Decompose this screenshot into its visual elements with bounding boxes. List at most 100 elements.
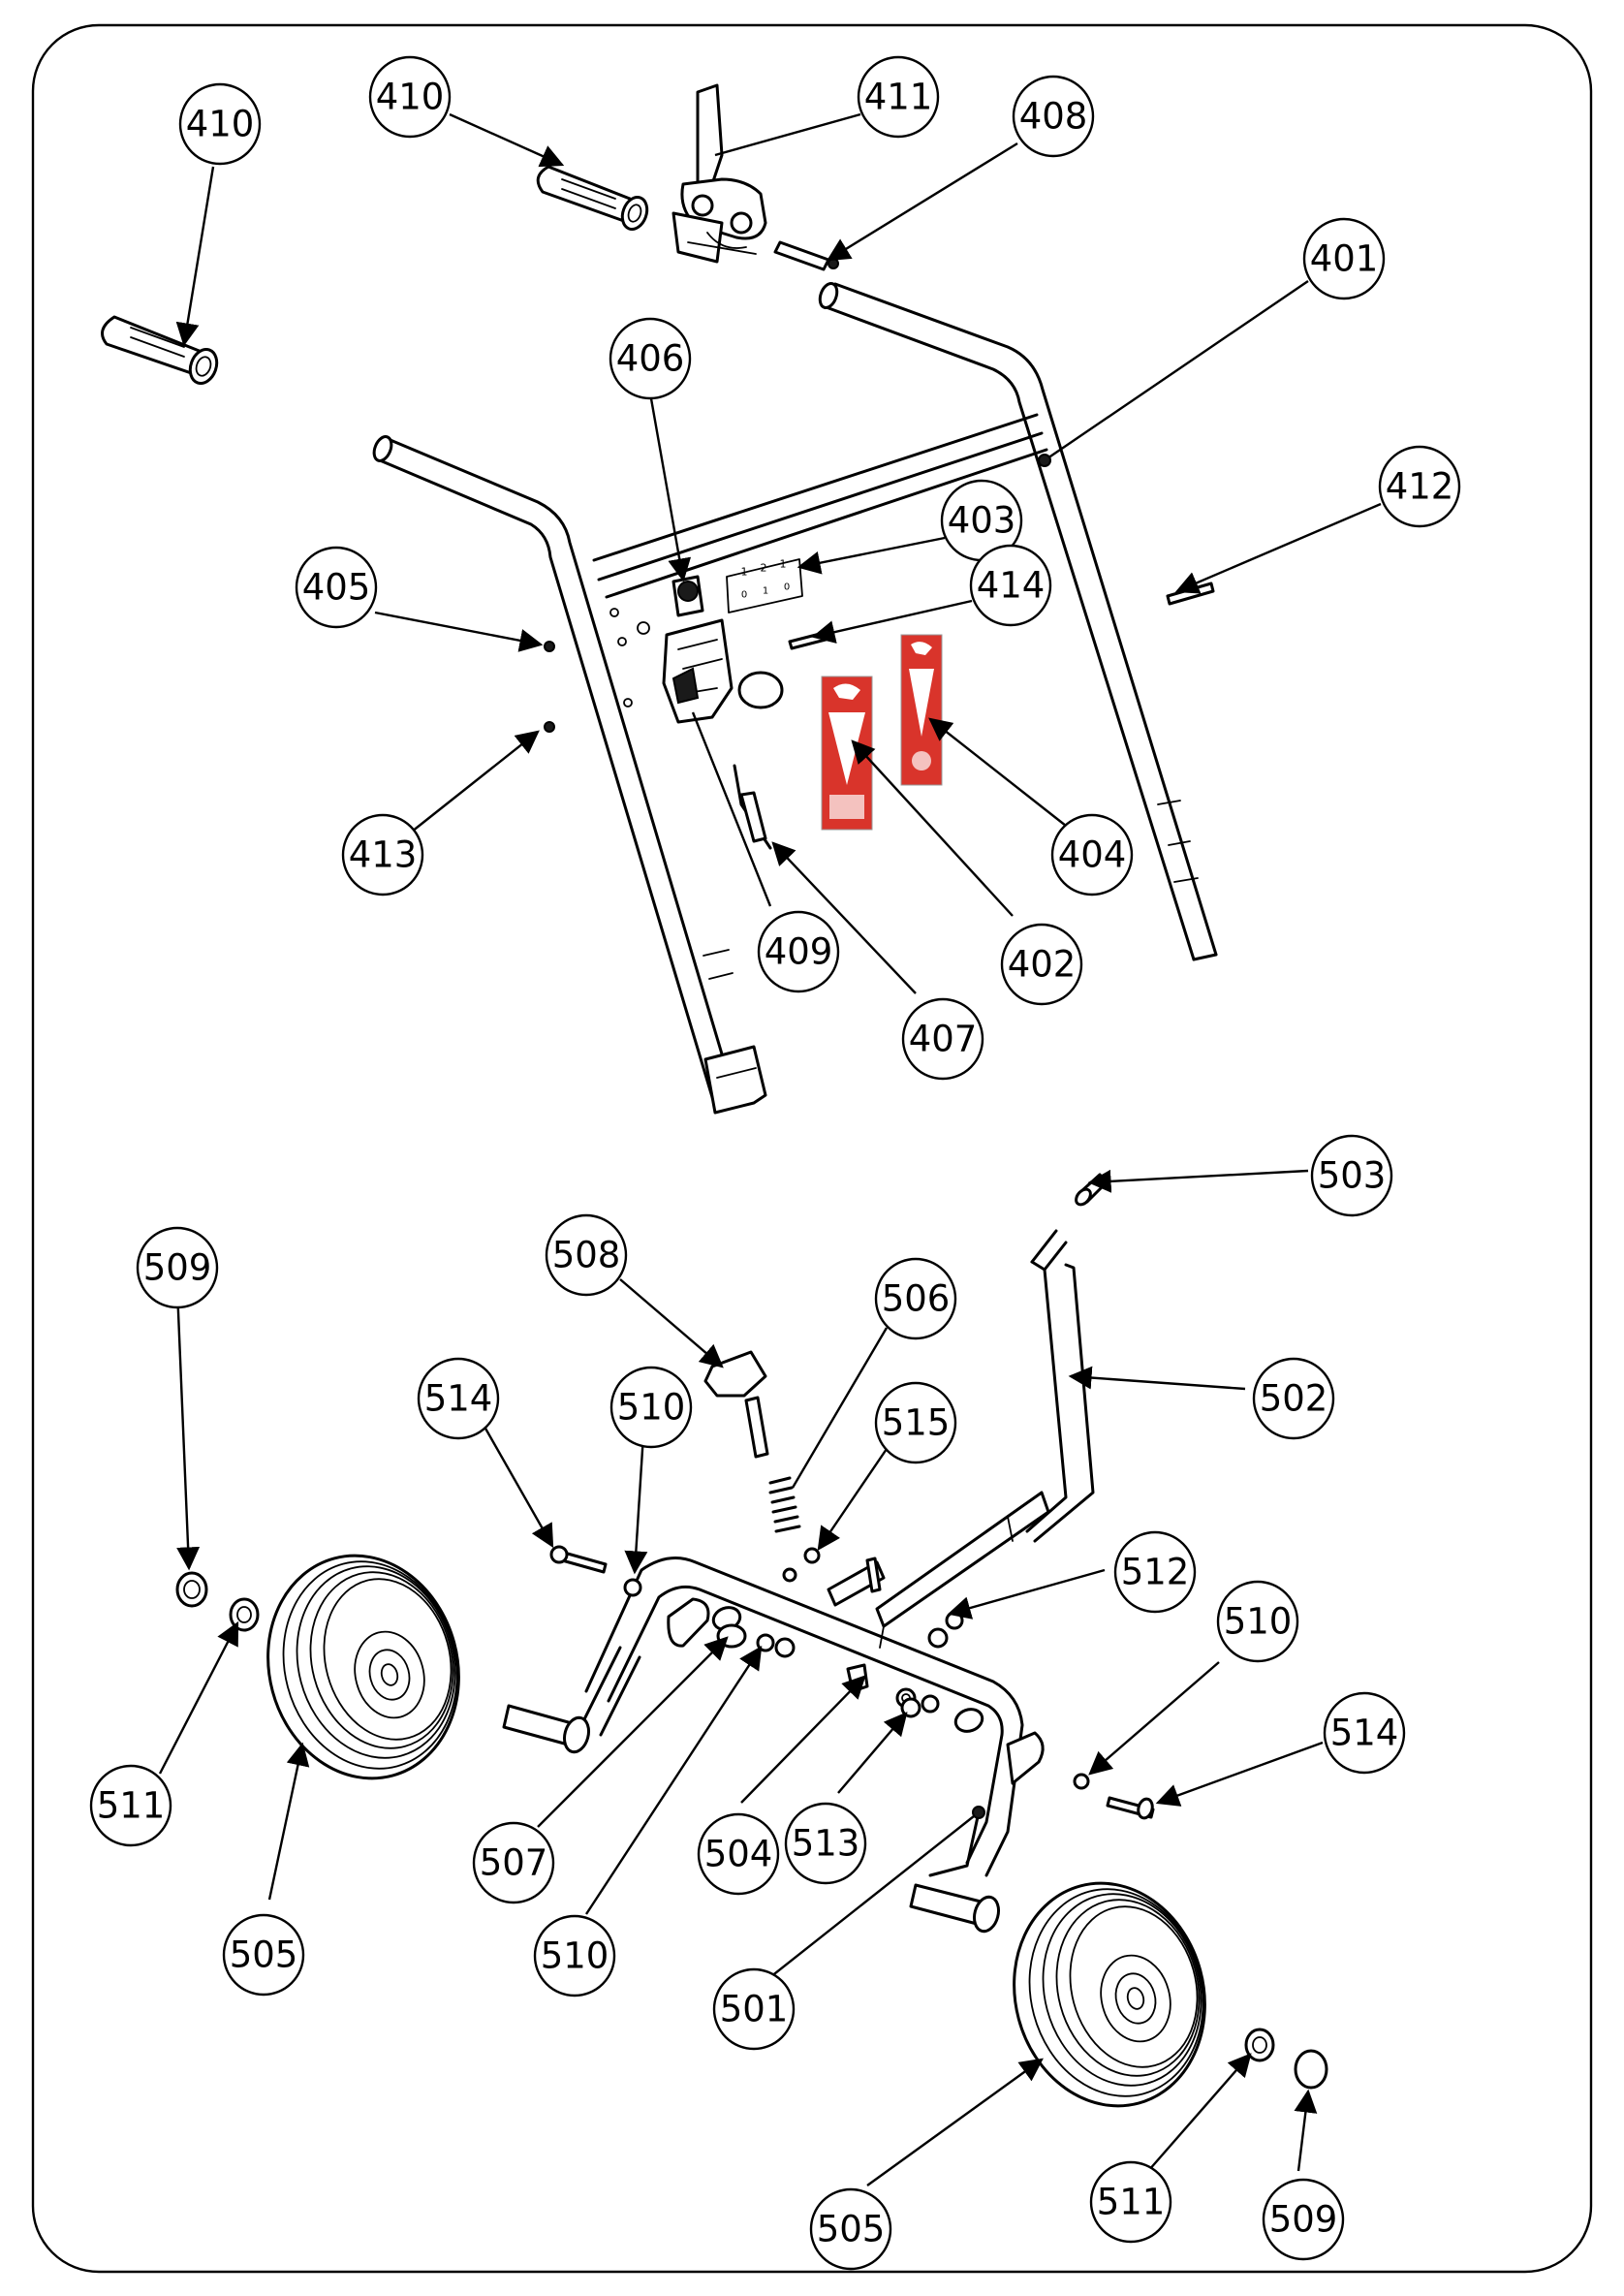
callout-511-right: 511: [1089, 2160, 1172, 2244]
nut-512: [927, 1627, 949, 1649]
svg-text:409: 409: [765, 931, 833, 973]
svg-text:502: 502: [1260, 1378, 1328, 1420]
callout-506: 506: [874, 1257, 957, 1340]
callout-514-left: 514: [417, 1357, 500, 1440]
screw-405: [544, 641, 555, 652]
callout-505-left: 505: [222, 1913, 305, 1997]
svg-text:506: 506: [882, 1278, 951, 1320]
callout-408: 408: [1012, 75, 1095, 158]
svg-text:501: 501: [720, 1989, 789, 2030]
cap-509-left: [175, 1571, 208, 1608]
switch-plate-403: 1 2 1 0 1 0: [726, 558, 803, 613]
callout-405: 405: [295, 546, 378, 629]
svg-text:510: 510: [541, 1935, 609, 1977]
cap-509-right: [1294, 2049, 1328, 2090]
svg-text:503: 503: [1318, 1155, 1387, 1197]
svg-text:515: 515: [882, 1402, 951, 1444]
svg-text:406: 406: [616, 338, 685, 380]
switch-mark-top-3: 1: [780, 558, 787, 571]
callout-407: 407: [901, 997, 984, 1081]
switch-mark-bottom-2: 1: [763, 586, 768, 597]
svg-text:403: 403: [948, 500, 1016, 542]
svg-text:405: 405: [302, 567, 371, 609]
svg-text:404: 404: [1058, 834, 1127, 876]
svg-text:507: 507: [480, 1842, 548, 1884]
svg-text:402: 402: [1008, 944, 1077, 986]
callout-511-left: 511: [89, 1764, 172, 1847]
lever-411: [671, 83, 767, 264]
callout-403: 403: [940, 479, 1023, 562]
leader-lines: [158, 112, 1382, 2186]
svg-text:508: 508: [552, 1235, 621, 1276]
callout-409: 409: [757, 910, 840, 993]
washer-511-right: [1244, 2028, 1275, 2062]
nut-515: [782, 1547, 821, 1583]
callout-412: 412: [1378, 445, 1461, 528]
svg-text:512: 512: [1121, 1552, 1190, 1593]
callout-504: 504: [697, 1812, 780, 1896]
knob-508: [703, 1350, 769, 1459]
callout-406: 406: [609, 317, 692, 400]
switch-mark-bottom-3: 0: [784, 582, 790, 593]
callout-513: 513: [784, 1802, 867, 1885]
svg-text:408: 408: [1019, 96, 1088, 138]
callout-503: 503: [1310, 1134, 1393, 1217]
wheel-505-right: [1013, 1881, 1206, 2108]
nut-512-b: [945, 1611, 964, 1630]
bolt-514-left: [549, 1545, 608, 1574]
screw-413: [544, 721, 555, 733]
diagram-frame: [31, 23, 1593, 2274]
svg-text:411: 411: [864, 77, 933, 118]
upper-handle-frame: [372, 281, 1218, 1115]
callout-505-right: 505: [809, 2187, 892, 2271]
svg-text:414: 414: [977, 565, 1046, 607]
svg-text:509: 509: [1269, 2199, 1338, 2241]
svg-text:407: 407: [909, 1019, 978, 1060]
svg-text:511: 511: [97, 1785, 166, 1827]
callout-410-right: 410: [368, 55, 452, 139]
callout-512: 512: [1113, 1530, 1197, 1614]
washer-511-left: [229, 1597, 260, 1632]
spring-506: [768, 1476, 801, 1533]
callout-402: 402: [1000, 923, 1083, 1006]
callout-410-left: 410: [178, 82, 262, 166]
svg-text:510: 510: [617, 1387, 686, 1429]
callout-514-right: 514: [1323, 1691, 1406, 1775]
switch-mark-bottom-1: 0: [741, 590, 747, 601]
grip-410-right: [536, 165, 649, 231]
svg-text:514: 514: [1330, 1713, 1399, 1754]
callouts: 410 410 411 408 401 406 412 403 405 414 …: [89, 55, 1461, 2271]
callout-508: 508: [545, 1213, 628, 1297]
callout-501: 501: [712, 1967, 796, 2051]
callout-510-top: 510: [609, 1366, 693, 1449]
callout-510-right: 510: [1216, 1580, 1299, 1663]
svg-text:410: 410: [376, 77, 445, 118]
callout-515: 515: [874, 1381, 957, 1464]
switch-mark-top-2: 2: [761, 562, 767, 575]
svg-text:504: 504: [704, 1834, 773, 1875]
callout-414: 414: [969, 544, 1052, 627]
callout-510-bottom: 510: [533, 1914, 616, 1997]
svg-text:410: 410: [186, 104, 255, 145]
svg-text:511: 511: [1097, 2182, 1166, 2223]
callout-509-right: 509: [1262, 2178, 1345, 2261]
callout-509-left: 509: [136, 1226, 219, 1309]
washer-510-b: [1073, 1773, 1090, 1790]
grip-410-left: [101, 315, 219, 385]
bolt-514-right: [1106, 1796, 1155, 1820]
switch-mark-top-1: 1: [741, 566, 748, 579]
svg-text:510: 510: [1224, 1601, 1293, 1643]
svg-text:514: 514: [424, 1378, 493, 1420]
svg-text:513: 513: [792, 1823, 860, 1865]
svg-text:412: 412: [1386, 466, 1454, 508]
svg-text:401: 401: [1310, 238, 1379, 280]
svg-text:413: 413: [349, 834, 418, 876]
wheel-505-left: [266, 1554, 460, 1780]
cable-end-408: [773, 240, 839, 271]
grip-503: [1075, 1173, 1109, 1207]
callout-502: 502: [1252, 1357, 1335, 1440]
svg-text:505: 505: [817, 2209, 886, 2250]
svg-text:509: 509: [143, 1247, 212, 1289]
callout-401: 401: [1302, 217, 1386, 300]
